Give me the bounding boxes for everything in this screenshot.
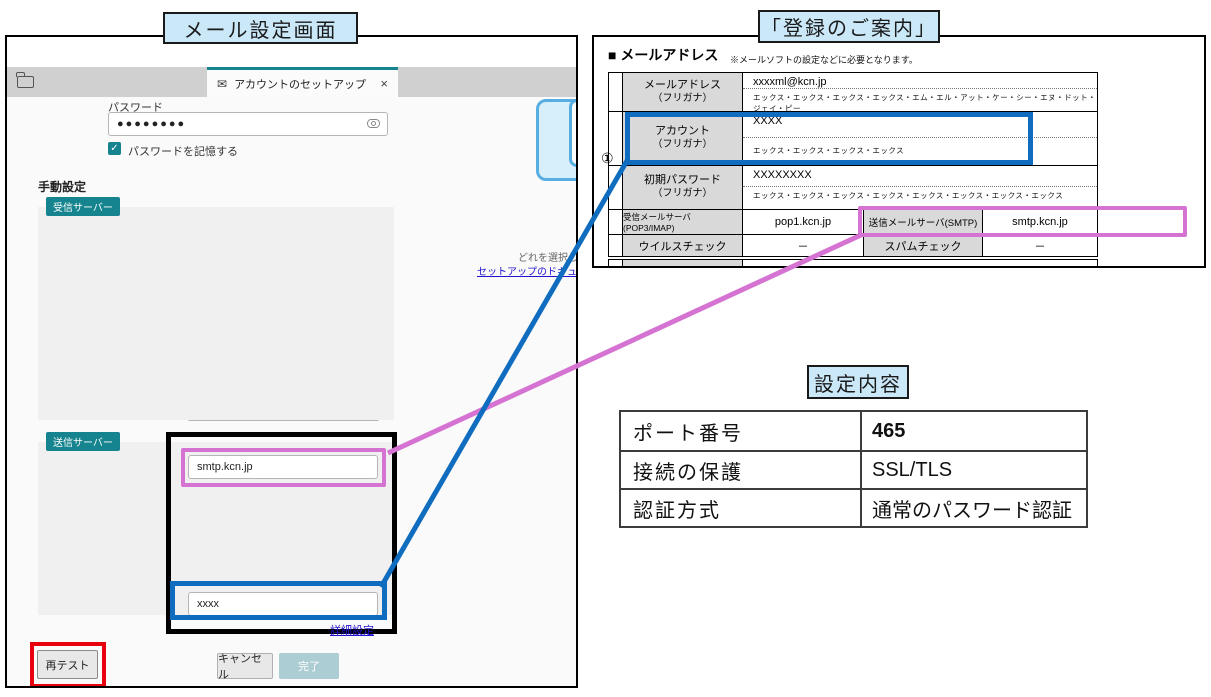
outgoing-hostname-input[interactable] bbox=[188, 455, 378, 479]
row-indent bbox=[609, 73, 623, 111]
setup-illustration-inner bbox=[569, 99, 576, 167]
account-furigana: エックス・エックス・エックス・エックス bbox=[753, 146, 905, 155]
table-row: 初期パスワード （フリガナ） XXXXXXXX エックス・エックス・エックス・エ… bbox=[609, 165, 1097, 209]
guide-title: 「登録のご案内」 bbox=[758, 10, 940, 43]
row-indent bbox=[609, 210, 623, 234]
settings-title: 設定内容 bbox=[807, 365, 909, 399]
virus-check-value-cell: － bbox=[743, 235, 864, 256]
setting-label: 認証方式 bbox=[621, 490, 862, 526]
mail-address-value: xxxxml@kcn.jp bbox=[743, 73, 1097, 89]
incoming-server-panel bbox=[38, 207, 394, 420]
table-row: メールアドレス （フリガナ） xxxxml@kcn.jp エックス・エックス・エ… bbox=[609, 73, 1097, 113]
mail-screen-title: メール設定画面 bbox=[163, 12, 358, 44]
spam-check-label-cell: スパムチェック bbox=[864, 235, 983, 256]
mail-setup-window: ✉ アカウントのセットアップ × パスワード ✓ パスワードを記憶する 手動設定… bbox=[5, 35, 578, 688]
row-label-cell: メールアドレス （フリガナ） bbox=[623, 73, 743, 111]
retest-highlight-red-box bbox=[30, 642, 106, 686]
retest-button[interactable]: 再テスト bbox=[37, 650, 98, 679]
table-row: 認証方式 通常のパスワード認証 bbox=[621, 488, 1086, 526]
partial-table-row bbox=[608, 259, 1098, 266]
password-input[interactable] bbox=[108, 112, 388, 136]
account-row-highlight-blue-box bbox=[625, 112, 1033, 165]
setting-value: 465 bbox=[872, 419, 906, 442]
row-label-cell: アカウント （フリガナ） bbox=[623, 112, 743, 165]
incoming-server-badge: 受信サーバー bbox=[46, 197, 120, 216]
virus-check-label-cell: ウイルスチェック bbox=[623, 235, 743, 256]
setting-label: 接続の保護 bbox=[621, 452, 862, 488]
row-indent bbox=[609, 235, 623, 256]
eye-icon[interactable] bbox=[367, 119, 380, 128]
circle-number-1: ① bbox=[601, 150, 614, 166]
password-label: パスワード bbox=[108, 102, 163, 114]
table-row: アカウント （フリガナ） XXXX エックス・エックス・エックス・エックス bbox=[609, 111, 1097, 165]
advanced-settings-link[interactable]: 詳細設定 bbox=[330, 625, 374, 637]
setting-value: 通常のパスワード認証 bbox=[872, 499, 1072, 522]
table-row: ポート番号 465 bbox=[621, 412, 1086, 450]
outgoing-server-value-cell: smtp.kcn.jp bbox=[1012, 216, 1068, 228]
initial-password-value: XXXXXXXX bbox=[743, 166, 1097, 187]
mail-address-furigana: エックス・エックス・エックス・エックス・エム・エル・アット・ケー・シー・エヌ・ド… bbox=[753, 93, 1097, 113]
folder-icon[interactable] bbox=[16, 72, 34, 88]
close-icon[interactable]: × bbox=[380, 76, 388, 91]
table-row: ウイルスチェック － スパムチェック － bbox=[609, 234, 1097, 256]
account-value: XXXX bbox=[743, 112, 1097, 138]
selection-hint-text: どれを選択した bbox=[518, 253, 578, 264]
remember-password-checkbox[interactable]: ✓ bbox=[108, 142, 121, 155]
incoming-server-value-cell: pop1.kcn.jp bbox=[743, 210, 864, 234]
outgoing-username-input[interactable] bbox=[188, 592, 378, 616]
table-row: 接続の保護 SSL/TLS bbox=[621, 450, 1086, 488]
row-indent bbox=[609, 112, 623, 165]
incoming-server-label-cell: 受信メールサーバ(POP3/IMAP) bbox=[623, 210, 743, 234]
cancel-button[interactable]: キャンセル bbox=[217, 653, 273, 681]
initial-password-furigana: エックス・エックス・エックス・エックス・エックス・エックス・エックス・エックス bbox=[753, 191, 1064, 200]
envelope-icon: ✉ bbox=[217, 76, 228, 91]
outgoing-server-badge: 送信サーバー bbox=[46, 432, 120, 451]
username-highlight-blue-box bbox=[170, 581, 387, 620]
smtp-server-highlight-pink-box bbox=[858, 206, 1187, 237]
guide-note: ※メールソフトの設定などに必要となります。 bbox=[730, 55, 918, 65]
guide-heading: ■ メールアドレス bbox=[608, 47, 719, 63]
manual-config-heading: 手動設定 bbox=[38, 180, 87, 194]
spam-check-value-cell: － bbox=[1034, 240, 1046, 253]
settings-summary-table: ポート番号 465 接続の保護 SSL/TLS 認証方式 通常のパスワード認証 bbox=[619, 410, 1088, 528]
done-button[interactable]: 完了 bbox=[279, 653, 339, 679]
setting-value: SSL/TLS bbox=[872, 458, 953, 481]
smtp-host-highlight-pink-box bbox=[181, 448, 386, 487]
tab-label: アカウントのセットアップ bbox=[234, 78, 367, 91]
tab-account-setup[interactable]: ✉ アカウントのセットアップ × bbox=[207, 67, 398, 97]
setting-label: ポート番号 bbox=[621, 412, 862, 450]
setup-documentation-link[interactable]: セットアップのドキュメント bbox=[477, 267, 577, 278]
row-indent bbox=[609, 166, 623, 209]
remember-password-label: パスワードを記憶する bbox=[128, 146, 238, 158]
row-label-cell: 初期パスワード （フリガナ） bbox=[623, 166, 743, 209]
tab-bar: ✉ アカウントのセットアップ × bbox=[7, 67, 576, 97]
outgoing-server-label-cell: 送信メールサーバ(SMTP) bbox=[864, 210, 983, 234]
